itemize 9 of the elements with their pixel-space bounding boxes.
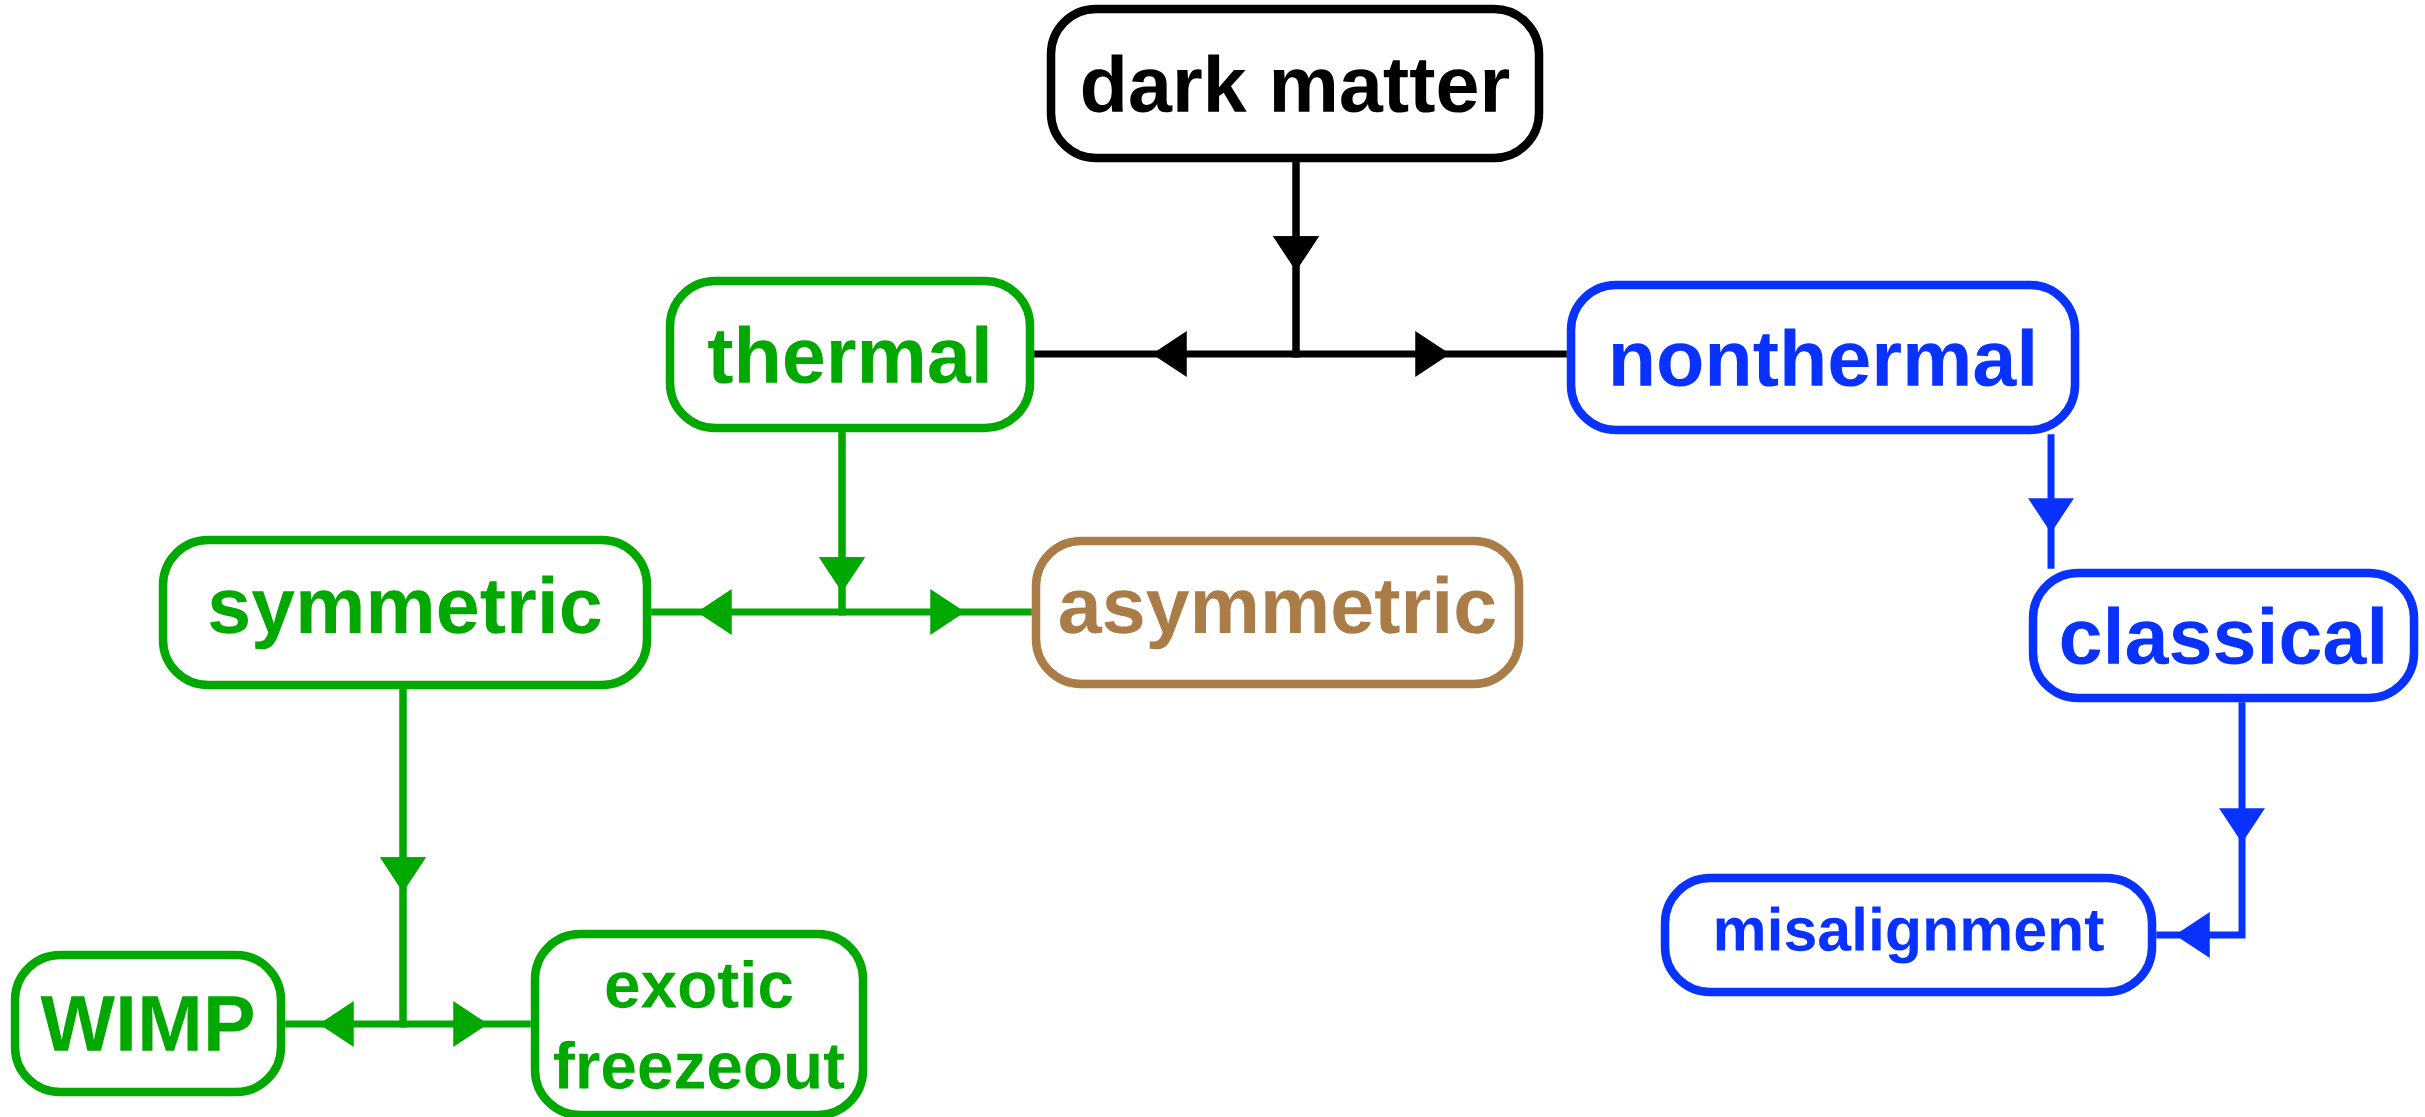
category-box: nonthermal xyxy=(1566,280,2080,435)
category-box: classical xyxy=(2028,568,2419,703)
category-box: asymmetric xyxy=(1031,536,1524,689)
category-box: WIMP xyxy=(10,950,286,1097)
category-box: exotic freezeout xyxy=(530,929,868,1117)
category-box: dark matter xyxy=(1046,4,1544,163)
category-box: symmetric xyxy=(158,535,652,690)
category-box: misalignment xyxy=(1660,873,2157,997)
category-box: thermal xyxy=(665,276,1035,433)
